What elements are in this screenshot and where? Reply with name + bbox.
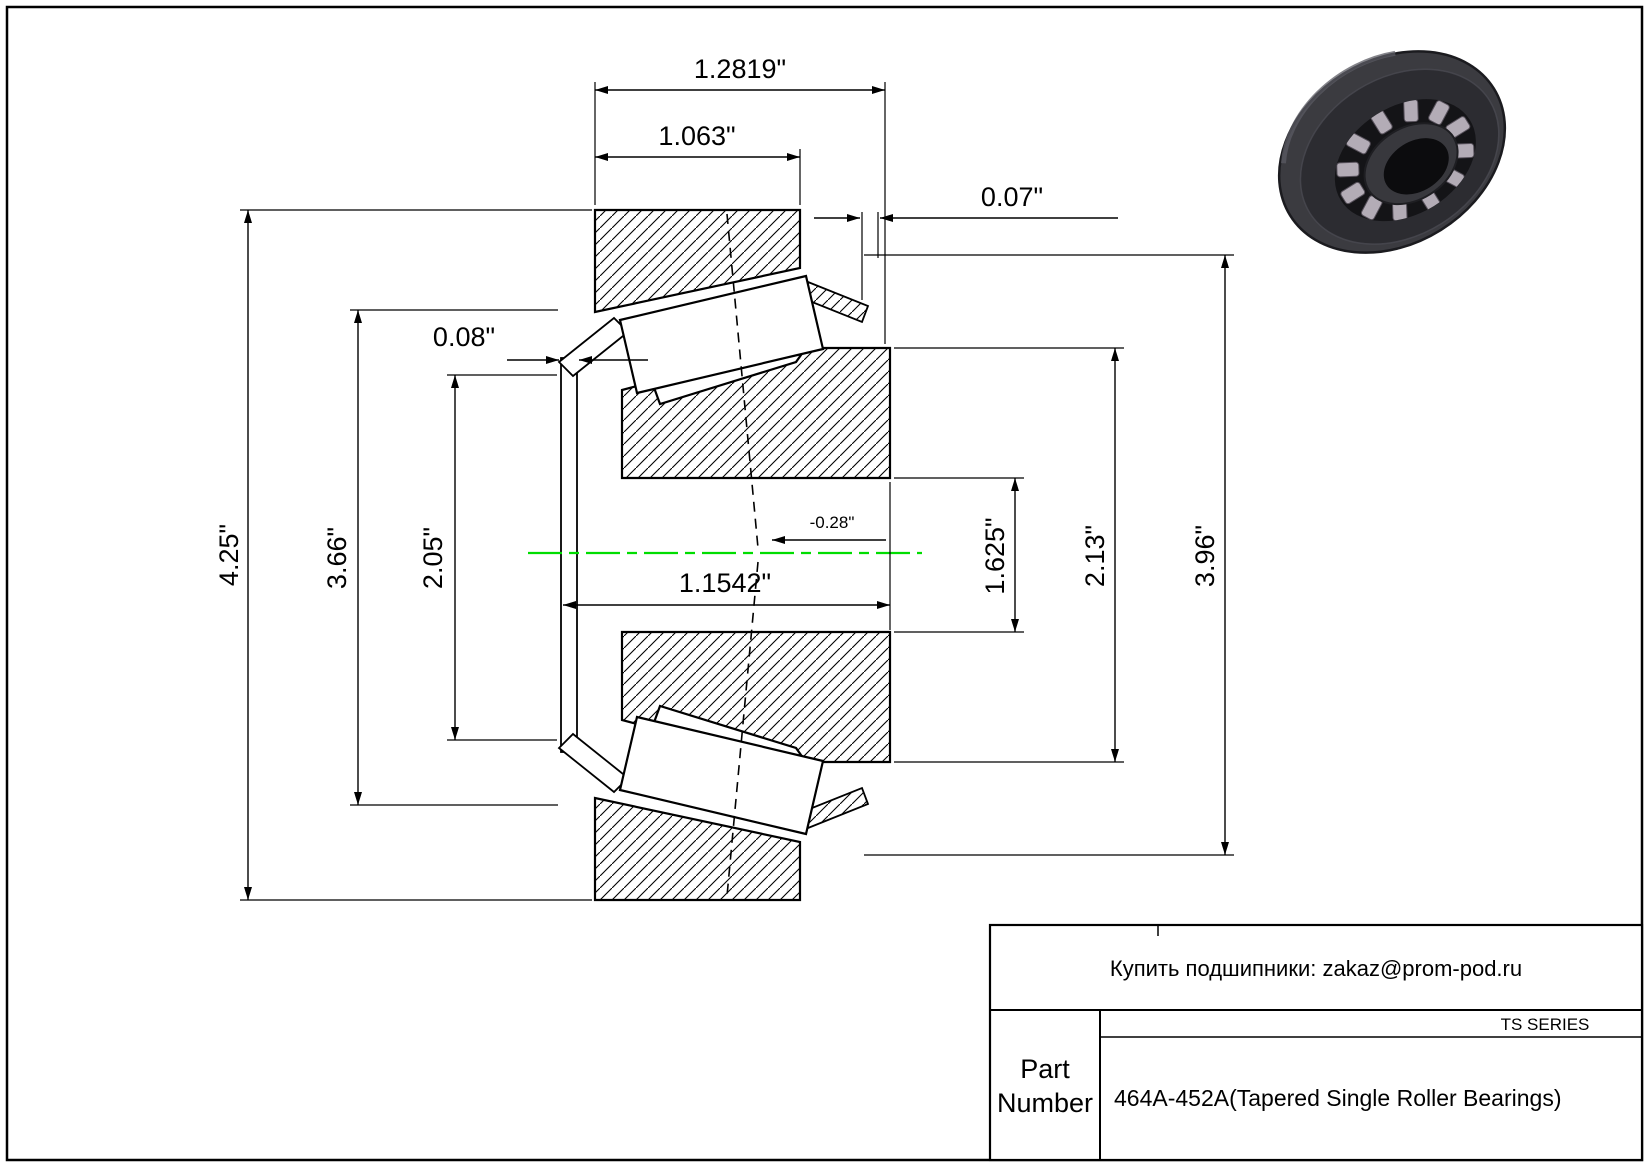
series-label: TS SERIES — [1501, 1015, 1590, 1034]
dim-label-1-625: 1.625" — [980, 517, 1010, 594]
roller-axis-top-dashed — [726, 213, 759, 549]
title-block: Купить подшипники: zakaz@prom-pod.ru TS … — [988, 923, 1644, 1162]
roller-axis-bottom-dashed — [726, 561, 759, 897]
cup-bottom-section — [593, 796, 802, 902]
contact-text: Купить подшипники: zakaz@prom-pod.ru — [1110, 956, 1522, 981]
dim-label-center-offset: -0.28" — [810, 513, 855, 532]
cage-lip-bottom — [557, 732, 630, 794]
dim-label-overall-width: 1.2819" — [694, 54, 786, 84]
roller-top — [618, 274, 825, 395]
roller-3d — [1340, 181, 1366, 205]
dim-label-outer-diameter: 4.25" — [214, 524, 244, 586]
page-border — [5, 5, 1644, 1162]
bearing-bore — [1383, 138, 1449, 195]
bearing-3d-render — [1277, 50, 1507, 254]
dim-label-2-05: 2.05" — [418, 527, 448, 589]
roller-3d — [1336, 161, 1360, 178]
dim-label-2-13: 2.13" — [1080, 525, 1110, 587]
dim-label-standout: 0.07" — [981, 182, 1043, 212]
bearing-cross-section — [557, 208, 892, 902]
dim-label-cone-width: 1.1542" — [679, 568, 771, 598]
dim-label-3-66: 3.66" — [322, 527, 352, 589]
cup-top-section — [593, 208, 802, 314]
dim-label-3-96: 3.96" — [1190, 525, 1220, 587]
cage-front-strip — [560, 357, 578, 753]
cone-top-section — [620, 346, 892, 480]
dimension-lines — [244, 86, 1229, 900]
dim-label-lip-thickness: 0.08" — [433, 322, 495, 352]
part-label-line1: Part — [1020, 1054, 1070, 1084]
roller-3d — [1403, 99, 1419, 123]
part-label-line2: Number — [997, 1088, 1093, 1118]
title-block-frame — [988, 923, 1644, 1162]
cage-lip-top — [557, 316, 630, 378]
part-number-value: 464A-452A(Tapered Single Roller Bearings… — [1114, 1085, 1561, 1111]
extension-lines — [240, 82, 1234, 901]
roller-3d — [1428, 100, 1450, 126]
dim-label-cup-width: 1.063" — [658, 121, 735, 151]
cone-bottom-section — [620, 630, 892, 764]
roller-bottom — [618, 715, 825, 836]
bearing-rollers-group — [1336, 99, 1475, 222]
bearing-highlight — [1280, 50, 1396, 164]
